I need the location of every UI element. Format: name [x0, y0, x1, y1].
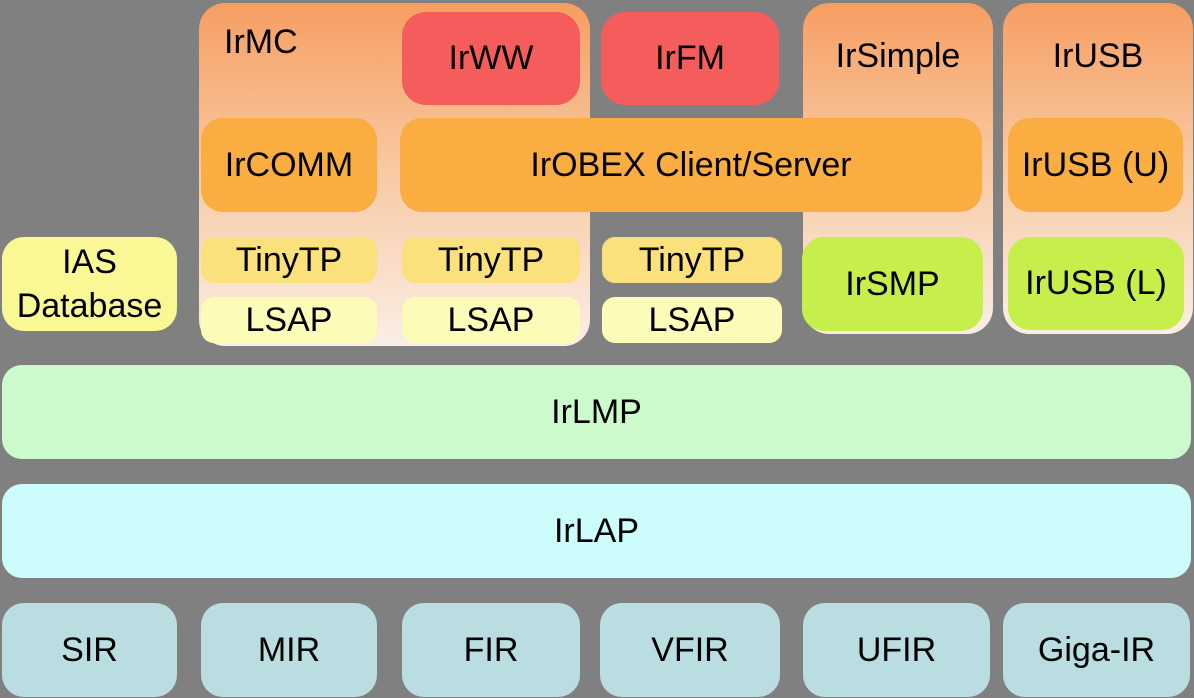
box-phy-gigair: Giga-IR	[1003, 603, 1190, 697]
box-ias-database: IAS Database	[2, 237, 177, 331]
box-phy-fir: FIR	[402, 603, 580, 697]
box-irobex: IrOBEX Client/Server	[400, 118, 982, 212]
box-tinytp-3: TinyTP	[602, 237, 782, 283]
box-tinytp-1: TinyTP	[201, 237, 377, 283]
group-irmc-label: IrMC	[224, 23, 298, 61]
box-lsap-1: LSAP	[201, 297, 377, 343]
box-phy-mir: MIR	[201, 603, 377, 697]
box-phy-ufir: UFIR	[803, 603, 990, 697]
box-irusb-lower: IrUSB (L)	[1008, 237, 1184, 330]
box-phy-vfir: VFIR	[600, 603, 780, 697]
group-irusb-label: IrUSB	[1052, 37, 1144, 75]
box-phy-sir: SIR	[2, 603, 177, 697]
box-irlmp: IrLMP	[2, 365, 1191, 459]
box-tinytp-2: TinyTP	[402, 237, 580, 283]
group-irsimple-label: IrSimple	[835, 37, 961, 75]
box-irusb-upper: IrUSB (U)	[1008, 118, 1183, 212]
box-irww: IrWW	[402, 12, 580, 105]
box-irlap: IrLAP	[2, 484, 1191, 578]
box-irfm: IrFM	[601, 12, 779, 105]
box-lsap-2: LSAP	[402, 297, 580, 343]
box-lsap-3: LSAP	[602, 297, 782, 343]
box-irsmp: IrSMP	[802, 237, 983, 331]
box-ircomm: IrCOMM	[201, 118, 377, 212]
